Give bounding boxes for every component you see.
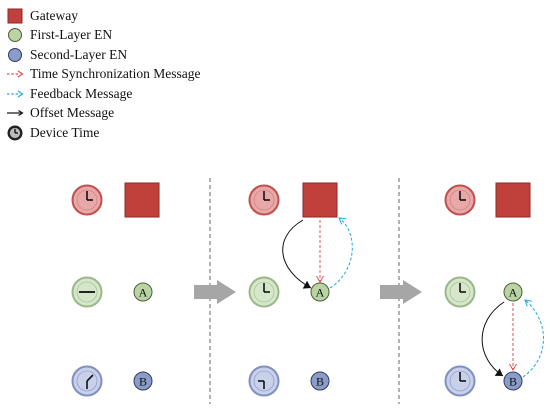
device-clock-icon bbox=[6, 124, 24, 142]
legend-label-first-layer: First-Layer EN bbox=[30, 27, 113, 43]
legend-label-feedback: Feedback Message bbox=[30, 85, 133, 101]
first-layer-node-label-3: A bbox=[509, 286, 518, 300]
legend-item-device-time: Device Time bbox=[6, 123, 200, 143]
legend-label-gateway: Gateway bbox=[30, 7, 78, 23]
first-layer-clock-1 bbox=[71, 276, 103, 308]
gateway-clock-2 bbox=[248, 184, 280, 216]
gateway-1 bbox=[124, 182, 160, 218]
offset-message-arrow-2 bbox=[481, 301, 505, 377]
legend-item-first-layer: First-Layer EN bbox=[6, 26, 200, 46]
second-layer-node-label-2: B bbox=[316, 375, 324, 389]
dashed-red-arrow-icon bbox=[6, 65, 24, 83]
legend-item-second-layer: Second-Layer EN bbox=[6, 45, 200, 65]
gateway-square-icon bbox=[6, 7, 24, 25]
gateway-3 bbox=[495, 182, 531, 218]
gateway-clock-1 bbox=[71, 184, 103, 216]
first-layer-node-2: A bbox=[310, 282, 330, 302]
legend-label-time-sync: Time Synchronization Message bbox=[30, 66, 201, 82]
first-layer-clock-3 bbox=[444, 276, 476, 308]
solid-black-arrow-icon bbox=[6, 104, 24, 122]
feedback-message-arrow-1 bbox=[329, 218, 353, 289]
legend-item-time-sync: Time Synchronization Message bbox=[6, 65, 200, 85]
legend-item-gateway: Gateway bbox=[6, 6, 200, 26]
legend: Gateway First-Layer EN Second-Layer EN T… bbox=[6, 6, 200, 143]
second-layer-node-label-3: B bbox=[509, 375, 517, 389]
dashed-blue-arrow-icon bbox=[6, 85, 24, 103]
second-layer-node-label-1: B bbox=[139, 375, 147, 389]
legend-item-offset: Offset Message bbox=[6, 104, 200, 124]
first-layer-node-label-1: A bbox=[139, 286, 148, 300]
first-layer-node-icon bbox=[6, 26, 24, 44]
second-layer-clock-3 bbox=[444, 365, 476, 397]
second-layer-clock-1 bbox=[71, 365, 103, 397]
legend-item-feedback: Feedback Message bbox=[6, 84, 200, 104]
second-layer-node-2: B bbox=[310, 371, 330, 391]
gateway-clock-3 bbox=[444, 184, 476, 216]
step-arrow-1 bbox=[194, 280, 236, 304]
legend-label-offset: Offset Message bbox=[30, 105, 115, 121]
first-layer-node-3: A bbox=[503, 282, 523, 302]
second-layer-node-3: B bbox=[503, 371, 523, 391]
first-layer-clock-2 bbox=[248, 276, 280, 308]
second-layer-node-icon bbox=[6, 46, 24, 64]
first-layer-node-1: A bbox=[133, 282, 153, 302]
gateway-2 bbox=[302, 182, 338, 218]
step-arrow-2 bbox=[380, 280, 422, 304]
legend-label-device-time: Device Time bbox=[30, 124, 100, 140]
feedback-message-arrow-2 bbox=[522, 300, 544, 378]
second-layer-clock-2 bbox=[248, 365, 280, 397]
offset-message-arrow-1 bbox=[282, 219, 312, 289]
first-layer-node-label-2: A bbox=[316, 286, 325, 300]
legend-label-second-layer: Second-Layer EN bbox=[30, 46, 128, 62]
second-layer-node-1: B bbox=[133, 371, 153, 391]
